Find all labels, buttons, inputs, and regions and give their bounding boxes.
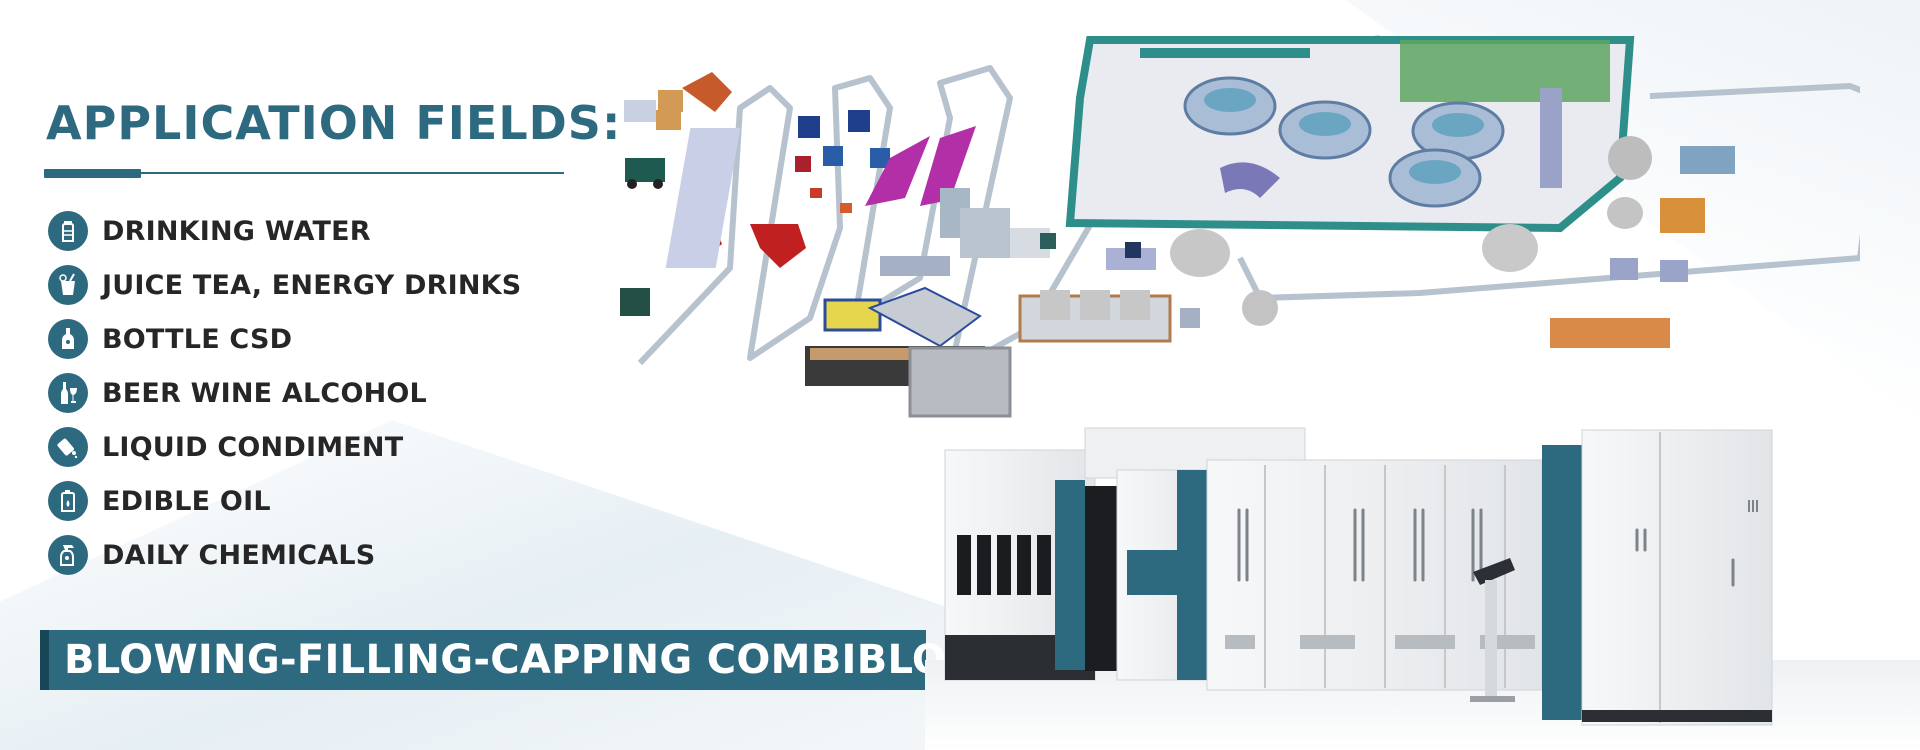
combiblock-machine-illustration: [925, 427, 1920, 750]
list-item: EDIBLE OIL: [48, 474, 521, 528]
spray-bottle-icon: [48, 535, 88, 575]
list-item: DRINKING WATER: [48, 204, 521, 258]
list-item-label: DAILY CHEMICALS: [102, 539, 376, 571]
list-item: JUICE TEA, ENERGY DRINKS: [48, 258, 521, 312]
list-item: LIQUID CONDIMENT: [48, 420, 521, 474]
list-item: BEER WINE ALCOHOL: [48, 366, 521, 420]
application-fields-list: DRINKING WATER JUICE TEA, ENERGY DRINKS …: [48, 204, 521, 582]
banner-title: BLOWING-FILLING-CAPPING COMBIBLOCK: [64, 637, 1008, 683]
title-underline: [141, 172, 564, 174]
soda-bottle-icon: [48, 319, 88, 359]
list-item-label: BEER WINE ALCOHOL: [102, 377, 427, 409]
list-item: BOTTLE CSD: [48, 312, 521, 366]
list-item: DAILY CHEMICALS: [48, 528, 521, 582]
list-item-label: JUICE TEA, ENERGY DRINKS: [102, 269, 522, 301]
drink-cup-icon: [48, 265, 88, 305]
wine-bottle-icon: [48, 373, 88, 413]
oil-jug-icon: [48, 481, 88, 521]
title-underline-accent: [44, 169, 141, 178]
page-title: APPLICATION FIELDS:: [46, 96, 622, 150]
list-item-label: LIQUID CONDIMENT: [102, 431, 404, 463]
water-bottle-icon: [48, 211, 88, 251]
list-item-label: BOTTLE CSD: [102, 323, 293, 355]
title-banner: BLOWING-FILLING-CAPPING COMBIBLOCK: [40, 630, 1007, 690]
list-item-label: EDIBLE OIL: [102, 485, 271, 517]
list-item-label: DRINKING WATER: [102, 215, 371, 247]
condiment-icon: [48, 427, 88, 467]
plant-layout-illustration: [620, 35, 1860, 418]
